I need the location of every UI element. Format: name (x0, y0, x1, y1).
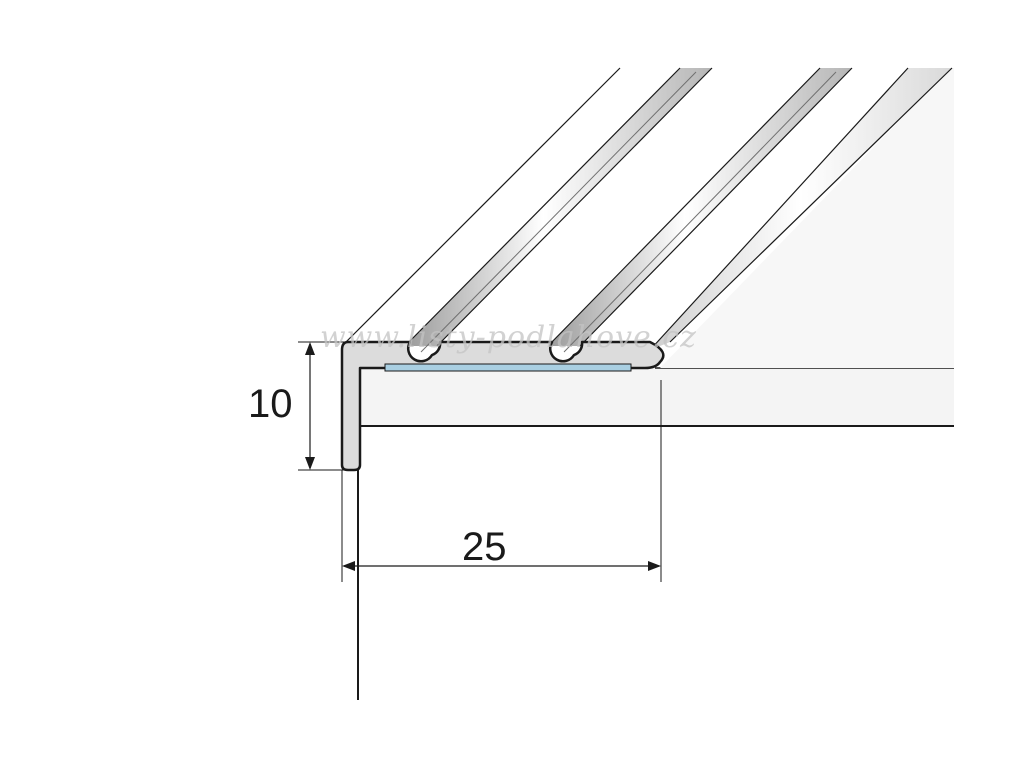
stair-step (357, 68, 954, 700)
height-arrow-bottom (305, 457, 315, 470)
width-label: 25 (462, 525, 507, 569)
watermark-text: www.listy-podlahove.cz (320, 320, 697, 355)
nose-edge-a (649, 67, 909, 351)
width-arrow-left (342, 561, 355, 571)
groove-2 (548, 68, 852, 346)
height-dimension: 10 (248, 341, 345, 471)
groove-2-edge-a (547, 67, 821, 347)
height-arrow-top (305, 342, 315, 355)
step-top-surface (660, 68, 954, 368)
groove-2-center (563, 71, 837, 353)
step-front-face (358, 368, 954, 426)
profile-cross-section (340, 340, 665, 472)
groove-1-edge-b (436, 67, 713, 347)
height-label: 10 (248, 382, 293, 426)
groove-1-center (420, 71, 697, 353)
adhesive-tape (384, 363, 632, 372)
width-arrow-right (648, 561, 661, 571)
nose-edge-b (669, 67, 953, 343)
profile-back-edge (345, 67, 621, 343)
profile-extrusion (345, 67, 953, 353)
groove-2-edge-b (579, 67, 853, 347)
groove-1-edge-a (404, 67, 681, 347)
width-dimension: 25 (341, 380, 662, 582)
nose-edge (650, 68, 952, 350)
groove-1 (405, 68, 712, 346)
